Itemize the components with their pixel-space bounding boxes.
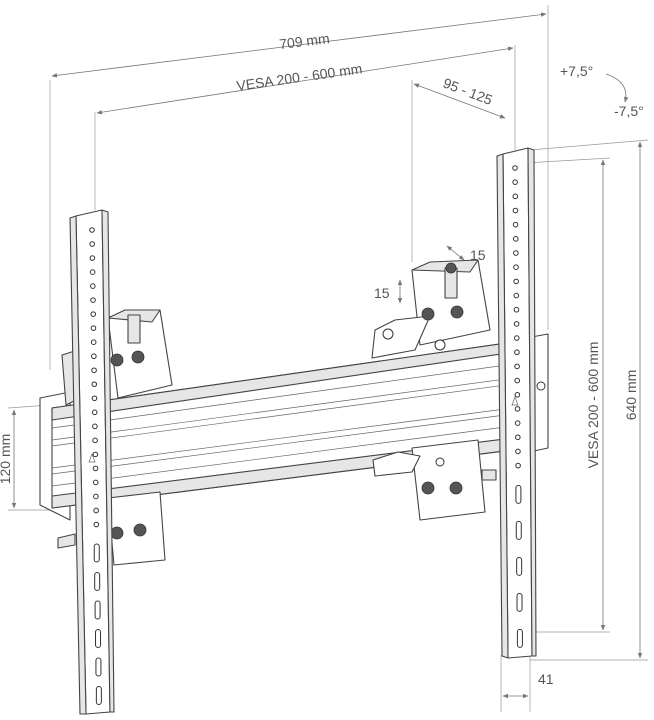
- arm-hole: [514, 391, 521, 398]
- arm-hole: [92, 423, 98, 430]
- arm-hole: [513, 278, 519, 285]
- arm-hole: [89, 241, 96, 247]
- arm-slot: [515, 520, 522, 540]
- tilt-up-label: +7,5°: [560, 63, 593, 79]
- arm-hole: [514, 406, 521, 412]
- total-width-label: 709 mm: [278, 30, 330, 52]
- arm-hole: [513, 335, 520, 341]
- total-height-label: 640 mm: [623, 370, 639, 421]
- arm-hole: [513, 306, 520, 313]
- arm-hole: [92, 465, 99, 472]
- depth-label: 41: [538, 671, 554, 687]
- arm-hole: [89, 269, 96, 275]
- left-vertical-arm: [69, 209, 115, 715]
- arm-hole: [512, 165, 518, 171]
- arm-hole: [91, 409, 98, 416]
- dimension-lines: [7, 5, 649, 712]
- arm-hole: [93, 521, 100, 528]
- arm-hole: [514, 349, 520, 356]
- arm-hole: [514, 363, 520, 370]
- right-vertical-arm: [496, 147, 537, 659]
- arm-hole: [90, 297, 96, 303]
- arm-hole: [91, 353, 97, 360]
- arm-slot: [94, 600, 101, 620]
- upper-right-hook-bracket: [371, 259, 491, 359]
- arm-slot: [94, 572, 101, 591]
- arm-hole: [89, 255, 96, 261]
- arm-hole: [512, 221, 519, 228]
- bracket-offset-label: 95 - 125: [441, 75, 495, 108]
- arm-hole: [515, 434, 521, 441]
- arm-hole: [89, 227, 95, 233]
- arm-hole: [92, 479, 99, 486]
- arm-hole: [90, 339, 97, 345]
- lower-left-bracket: [57, 491, 166, 566]
- arm-hole: [514, 377, 521, 384]
- small-offset-label-vertical: 15: [374, 285, 390, 301]
- vesa-horizontal-label: VESA 200 - 600 mm: [235, 60, 363, 93]
- arm-hole: [514, 420, 521, 426]
- arm-slot: [516, 556, 523, 576]
- arm-hole: [513, 321, 520, 327]
- arm-hole: [91, 395, 98, 402]
- arm-hole: [512, 179, 518, 185]
- arm-hole: [92, 437, 98, 444]
- arm-slot: [95, 657, 102, 677]
- arm-hole: [513, 292, 520, 299]
- arm-hole: [93, 493, 99, 500]
- arm-hole: [512, 207, 519, 214]
- arm-hole: [512, 193, 519, 200]
- lower-right-bracket: [372, 439, 497, 521]
- arm-hole: [513, 250, 519, 256]
- arm-hole: [512, 236, 519, 242]
- arm-hole: [91, 367, 97, 374]
- arm-hole: [90, 283, 96, 289]
- arm-hole: [90, 325, 97, 331]
- arm-hole: [91, 381, 98, 388]
- vesa-vertical-label: VESA 200 - 600 mm: [585, 342, 601, 469]
- arm-hole: [515, 448, 521, 455]
- arm-hole: [93, 507, 99, 514]
- small-offset-label-slanted: 15: [470, 247, 486, 263]
- arm-slot: [95, 686, 102, 705]
- arm-hole: [90, 311, 97, 317]
- arm-slot: [95, 629, 102, 648]
- upper-left-hook-bracket: [107, 309, 173, 399]
- tilt-down-label: -7,5°: [614, 103, 644, 119]
- arm-slot: [516, 628, 523, 648]
- arm-hole: [515, 462, 521, 469]
- arm-hole: [513, 264, 519, 271]
- arm-hole: [92, 451, 99, 458]
- arm-slot: [93, 543, 100, 563]
- arm-slot: [516, 592, 523, 612]
- arm-slot: [515, 484, 522, 504]
- rail-height-label: 120 mm: [0, 434, 13, 485]
